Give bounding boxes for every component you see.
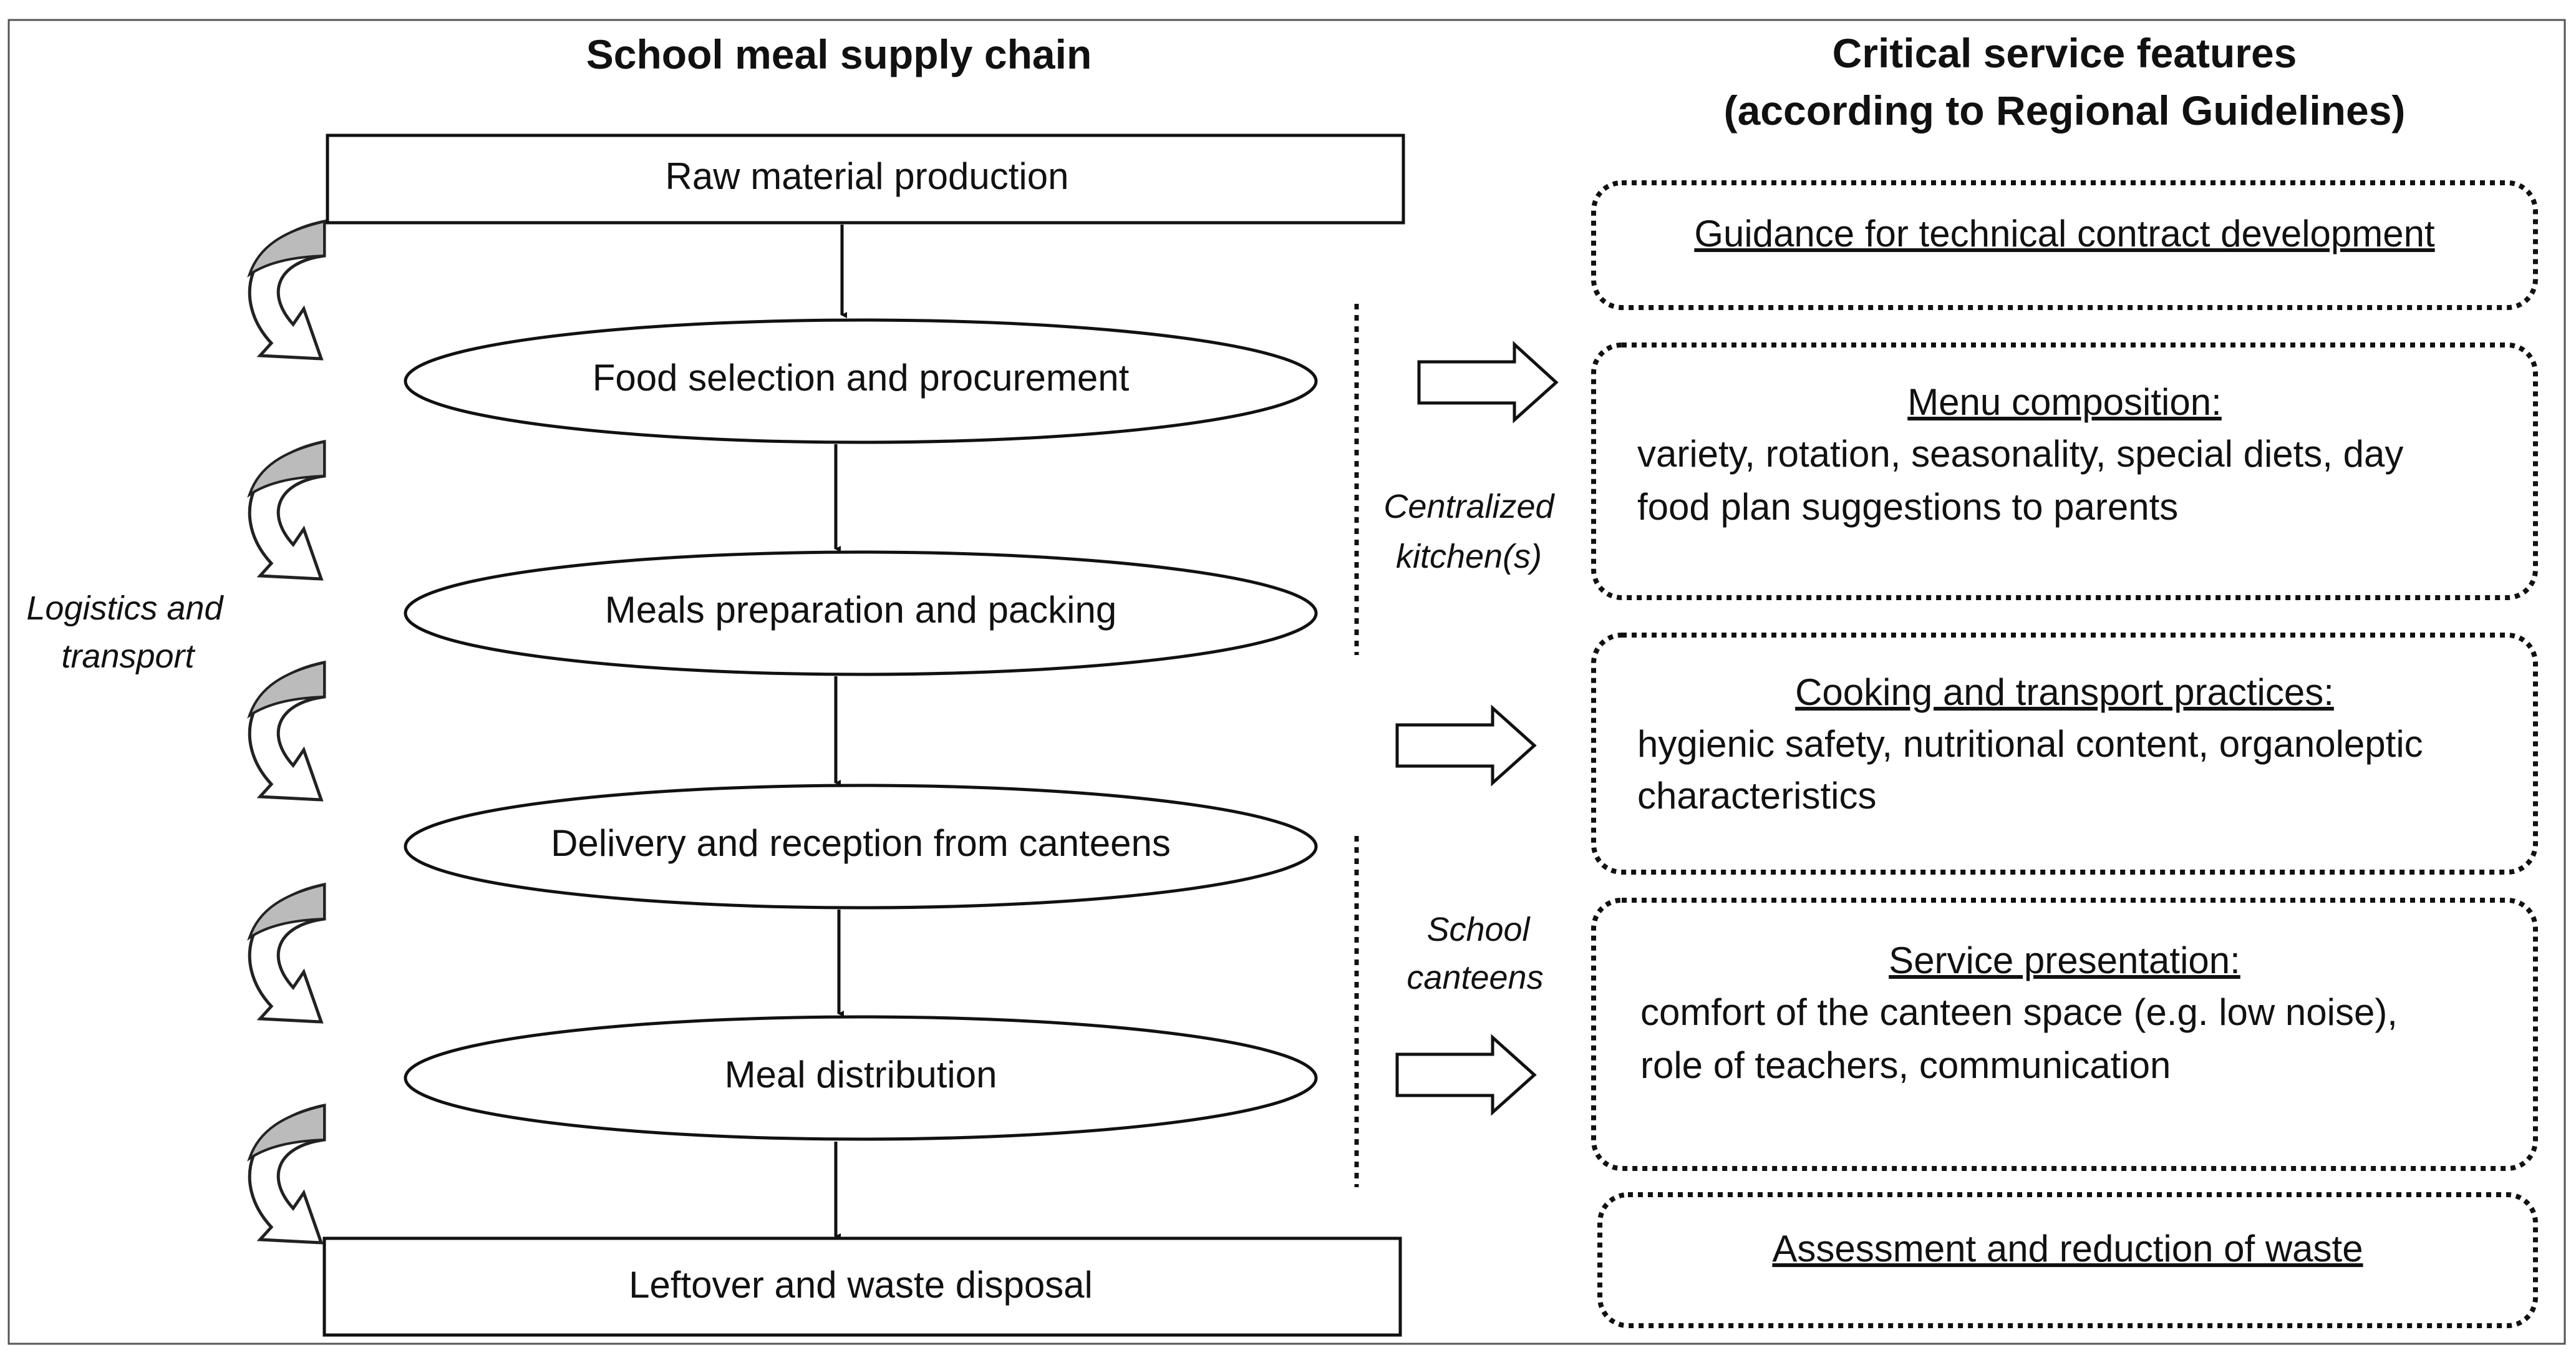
school-label-line2: canteens xyxy=(1407,959,1543,996)
school-label-line1: School xyxy=(1426,911,1531,948)
waste-title: Assessment and reduction of waste xyxy=(1772,1228,2363,1270)
logistics-curved-arrows xyxy=(247,219,326,1245)
logistics-label-line2: transport xyxy=(61,638,195,675)
curved-arrow-icon xyxy=(247,219,326,361)
block-arrow-icon xyxy=(1417,341,1559,424)
svg-text:Meals preparation and packing: Meals preparation and packing xyxy=(605,589,1117,631)
feature-box-waste xyxy=(1597,1192,2538,1328)
feature-box-menu xyxy=(1591,342,2538,600)
node-meal-distribution: Meal distribution xyxy=(404,1015,1318,1141)
centralized-label-line1: Centralized xyxy=(1383,488,1555,525)
svg-text:Leftover and waste disposal: Leftover and waste disposal xyxy=(629,1264,1093,1306)
feature-box-service xyxy=(1591,898,2538,1171)
left-heading: School meal supply chain xyxy=(586,31,1092,77)
right-heading-line2: (according to Regional Guidelines) xyxy=(1724,87,2406,134)
block-arrow-icon xyxy=(1395,704,1537,787)
cooking-line1: hygienic safety, nutritional content, or… xyxy=(1637,723,2423,765)
menu-title: Menu composition: xyxy=(1907,381,2222,423)
block-arrow-icon xyxy=(1395,1034,1537,1116)
node-delivery-reception: Delivery and reception from canteens xyxy=(404,784,1318,910)
right-heading-line1: Critical service features xyxy=(1833,30,2297,76)
centralized-label-line2: kitchen(s) xyxy=(1396,538,1542,575)
guidance-title: Guidance for technical contract developm… xyxy=(1694,213,2435,255)
svg-text:Raw material production: Raw material production xyxy=(666,155,1069,197)
curved-arrow-icon xyxy=(247,882,326,1024)
curved-arrow-icon xyxy=(247,1103,326,1245)
node-food-selection: Food selection and procurement xyxy=(404,318,1318,444)
logistics-label-line1: Logistics and xyxy=(26,590,224,627)
node-raw-material: Raw material production xyxy=(326,134,1405,225)
feature-box-cooking xyxy=(1591,633,2538,875)
service-line2: role of teachers, communication xyxy=(1640,1044,2171,1086)
menu-line2: food plan suggestions to parents xyxy=(1637,486,2178,528)
cooking-line2: characteristics xyxy=(1637,775,1876,817)
outer-frame xyxy=(7,19,2566,1345)
curved-arrow-icon xyxy=(247,660,326,802)
node-meals-preparation: Meals preparation and packing xyxy=(404,550,1318,676)
node-leftover-waste: Leftover and waste disposal xyxy=(322,1236,1402,1337)
svg-text:Food selection and procurement: Food selection and procurement xyxy=(593,357,1130,399)
curved-arrow-icon xyxy=(247,439,326,581)
cooking-title: Cooking and transport practices: xyxy=(1795,671,2334,713)
service-line1: comfort of the canteen space (e.g. low n… xyxy=(1640,991,2398,1033)
svg-text:Delivery and reception from ca: Delivery and reception from canteens xyxy=(551,822,1171,864)
feature-box-guidance xyxy=(1591,180,2538,310)
service-title: Service presentation: xyxy=(1889,940,2240,981)
menu-line1: variety, rotation, seasonality, special … xyxy=(1637,433,2403,475)
svg-text:Meal distribution: Meal distribution xyxy=(725,1054,997,1095)
